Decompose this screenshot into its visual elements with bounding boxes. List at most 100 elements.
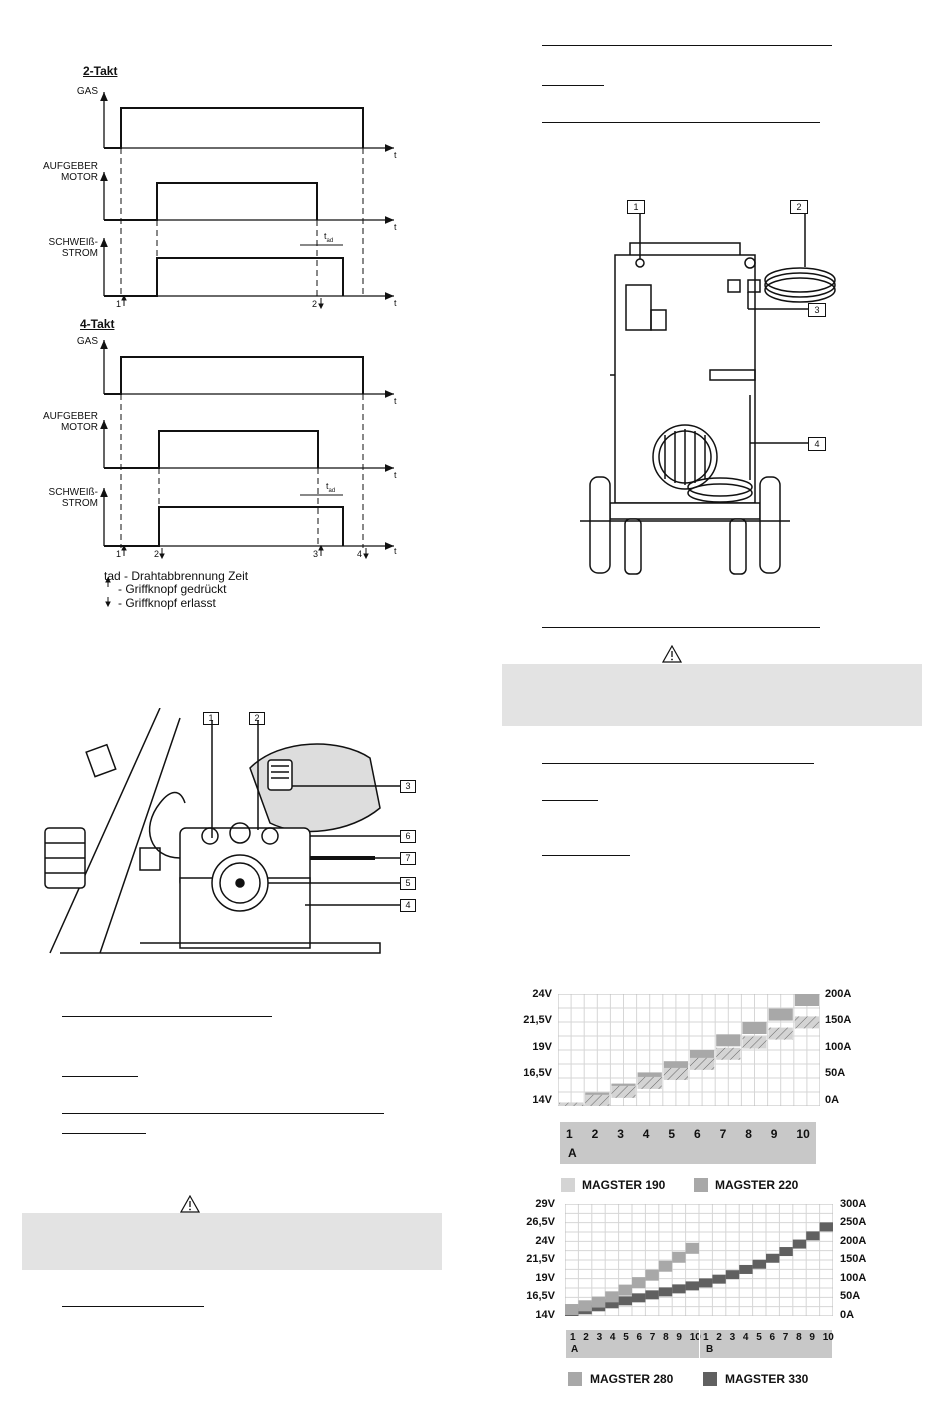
bar-magster-220 <box>768 1008 793 1021</box>
machine-rear-drawing <box>580 213 836 575</box>
t-axis-label: t <box>394 546 397 556</box>
position-label: 8 <box>663 1332 669 1343</box>
tick-label: 16,5V <box>523 1067 552 1079</box>
bar-magster-330 <box>658 1287 673 1297</box>
title-4-takt: 4-Takt <box>80 317 115 331</box>
tad-label: tad <box>326 481 336 494</box>
position-label: 5 <box>756 1332 762 1343</box>
t-axis-label: t <box>394 298 397 308</box>
bar-magster-330 <box>806 1231 820 1241</box>
tad-label: tad <box>324 231 334 244</box>
legend-swatch-m190 <box>561 1178 575 1192</box>
callout-2: 2 <box>249 712 265 725</box>
position-label: 7 <box>782 1332 789 1343</box>
bar-magster-330 <box>819 1222 833 1232</box>
bar-magster-280 <box>632 1277 646 1289</box>
position-label: 2 <box>583 1332 589 1343</box>
group-b-label: B <box>706 1344 714 1355</box>
t-axis-label: t <box>394 396 397 406</box>
position-label: 10 <box>822 1332 834 1343</box>
label-motor-2takt-2: MOTOR <box>60 172 98 183</box>
bar-hatch <box>637 1076 662 1089</box>
grid <box>565 1204 833 1316</box>
tick-label: 200A <box>840 1235 867 1247</box>
bar-magster-330 <box>618 1296 632 1306</box>
tick-label: 21,5V <box>526 1253 555 1265</box>
heading-rule <box>62 1076 138 1077</box>
bar-hatch <box>742 1036 767 1049</box>
chart1-plot <box>558 994 820 1106</box>
tick-label: 50A <box>840 1290 861 1302</box>
wire-feeder-drawing <box>44 708 400 954</box>
label-strom-2takt-2: STROM <box>61 248 98 259</box>
position-label: 6 <box>636 1332 643 1343</box>
heading-rule <box>542 122 820 123</box>
label-strom-2takt-1: SCHWEIß- <box>48 237 98 248</box>
tick-label: 19V <box>535 1272 555 1284</box>
bar-magster-280 <box>591 1296 606 1308</box>
bar-hatch <box>663 1067 688 1080</box>
label-strom-4takt-1: SCHWEIß- <box>48 487 98 498</box>
legend-swatch-m330 <box>703 1372 717 1386</box>
heading-rule <box>62 1133 146 1134</box>
t-axis-label: t <box>394 222 397 232</box>
label-motor-4takt-2: MOTOR <box>60 422 98 433</box>
chart2-plot <box>565 1204 833 1316</box>
bar-magster-330 <box>779 1247 793 1257</box>
callout-4: 4 <box>400 899 416 912</box>
marker-2: 2 <box>154 549 160 559</box>
heading-rule <box>62 1113 384 1114</box>
position-label: 10 <box>796 1127 810 1141</box>
tick-label: 14V <box>532 1094 552 1106</box>
callout-5: 5 <box>400 877 416 890</box>
position-label: 10 <box>689 1332 701 1343</box>
callout-4: 4 <box>808 437 826 451</box>
bar-magster-330 <box>632 1293 646 1303</box>
position-label: 2 <box>591 1127 599 1141</box>
label-strom-4takt-2: STROM <box>61 498 98 509</box>
callout-6: 6 <box>400 830 416 843</box>
position-label: 9 <box>809 1332 815 1343</box>
position-label: 7 <box>719 1127 727 1141</box>
position-label: 1 <box>566 1127 573 1141</box>
legend-m280: MAGSTER 280 <box>590 1372 674 1386</box>
tick-label: 16,5V <box>526 1290 555 1302</box>
bar-hatch <box>716 1047 741 1060</box>
legend-released: - Griffknopf erlasst <box>118 596 216 610</box>
position-label: 1 <box>570 1332 576 1343</box>
bar-magster-280 <box>645 1269 659 1281</box>
bar-magster-330 <box>766 1253 780 1263</box>
bar-magster-330 <box>645 1290 659 1300</box>
legend-pressed: - Griffknopf gedrückt <box>118 582 227 596</box>
bar-hatch <box>794 1016 819 1029</box>
position-label: 6 <box>694 1127 701 1141</box>
bar-magster-330 <box>752 1259 766 1269</box>
bar-magster-280 <box>605 1291 619 1303</box>
position-label: 3 <box>729 1332 736 1343</box>
heading-rule <box>62 1306 204 1307</box>
position-label: 2 <box>716 1332 722 1343</box>
group-a-label: A <box>568 1146 577 1160</box>
bar-magster-330 <box>699 1278 713 1288</box>
t-axis-label: t <box>394 470 397 480</box>
bar-hatch <box>690 1057 715 1070</box>
position-label: 3 <box>617 1127 624 1141</box>
legend-swatch-m220 <box>694 1178 708 1192</box>
bar-hatch <box>559 1102 584 1106</box>
position-label: 5 <box>623 1332 629 1343</box>
tick-label: 24V <box>535 1235 555 1247</box>
heading-rule <box>542 855 630 856</box>
marker-1: 1 <box>116 299 122 309</box>
legend-tad: tad - Drahtabbrennung Zeit <box>104 569 249 583</box>
callout-1: 1 <box>627 200 645 214</box>
tick-label: 24V <box>532 988 552 1000</box>
bar-hatch <box>611 1085 636 1098</box>
position-label: 7 <box>649 1332 656 1343</box>
bar-magster-280 <box>685 1242 699 1254</box>
bar-magster-330 <box>685 1281 699 1291</box>
heading-rule <box>542 627 820 628</box>
tick-label: 250A <box>840 1216 867 1228</box>
callout-3: 3 <box>400 780 416 793</box>
position-label: 6 <box>769 1332 776 1343</box>
